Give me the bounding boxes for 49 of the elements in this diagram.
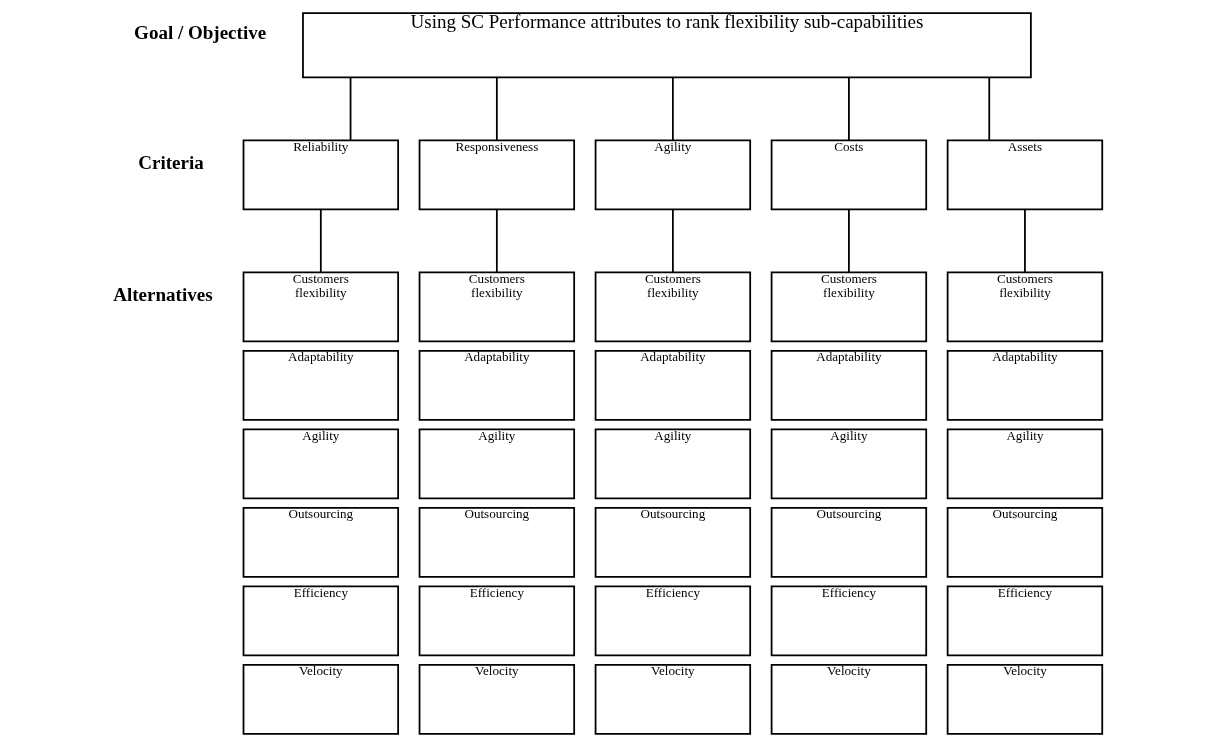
node-box: Efficiency [770,585,928,657]
node-box: Velocity [242,664,399,735]
node-box: Outsourcing [418,507,576,578]
connector [988,76,991,142]
node-box: Assets [946,139,1104,211]
node-box: Outsourcing [946,507,1104,578]
node-box: Velocity [770,664,928,735]
connector [672,208,674,273]
node-box: Efficiency [594,585,752,657]
node-box: Customers flexibility [594,271,752,343]
connector [672,76,674,142]
node-box: Customers flexibility [946,271,1104,343]
node-box: Customers flexibility [418,271,576,343]
node-box: Velocity [418,664,576,735]
node-box: Efficiency [418,585,576,657]
node-box: Reliability [242,139,399,211]
connector [495,76,498,142]
node-box: Using SC Performance attributes to rank flexibility sub-capabilities [302,12,1032,79]
node-box: Adaptability [946,350,1104,421]
node-box: Costs [770,139,928,211]
node-box: Agility [418,428,576,500]
node-box: Customers flexibility [242,271,399,343]
node-box: Outsourcing [594,507,752,578]
node-box: Responsiveness [418,139,576,211]
node-box: Velocity [594,664,752,735]
node-box: Adaptability [770,350,928,421]
connector [349,76,352,142]
connector [1024,208,1026,273]
node-box: Outsourcing [242,507,399,578]
connector [495,208,498,273]
node-box: Agility [946,428,1104,500]
node-box: Agility [594,139,752,211]
connector [848,208,850,273]
node-box: Velocity [946,664,1104,735]
connector [848,76,850,142]
label: Goal / Objective [134,22,267,44]
node-box: Adaptability [418,350,576,421]
node-box: Efficiency [242,585,399,657]
label: Alternatives [113,283,213,305]
node-box: Agility [594,428,752,500]
connector [319,208,322,273]
node-box: Agility [242,428,399,500]
label: Criteria [138,151,204,173]
node-box: Agility [770,428,928,500]
node-box: Outsourcing [770,507,928,578]
node-box: Customers flexibility [770,271,928,343]
node-box: Efficiency [946,585,1104,657]
node-box: Adaptability [594,350,752,421]
node-box: Adaptability [242,350,399,421]
